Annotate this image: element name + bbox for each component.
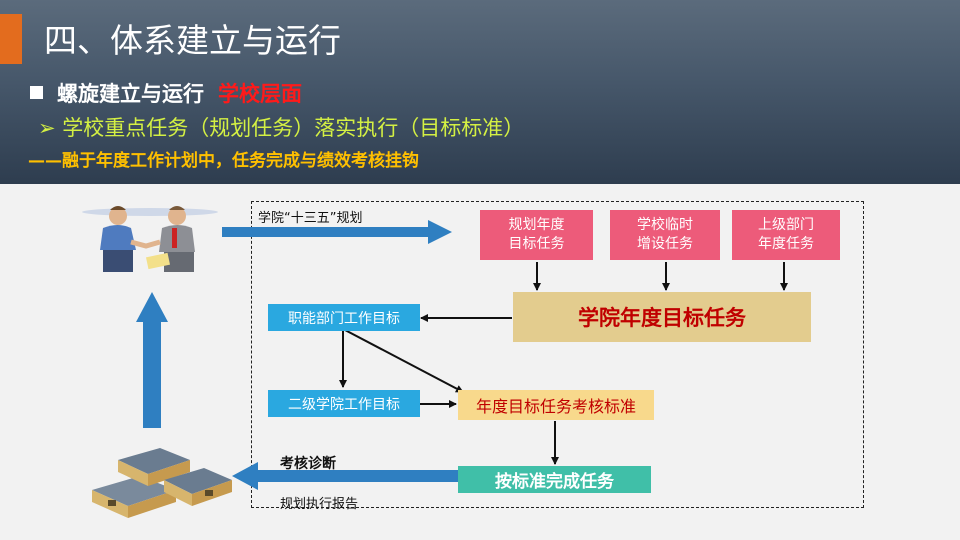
- box-plan-annual-target: 规划年度 目标任务: [480, 210, 593, 260]
- bullet-line-1-highlight: 学校层面: [218, 82, 302, 106]
- box-complete-by-standard: 按标准完成任务: [458, 466, 651, 493]
- box-assessment-standard: 年度目标任务考核标准: [458, 390, 654, 420]
- box-school-temp-task: 学校临时 增设任务: [610, 210, 720, 260]
- arrow-up: [136, 292, 168, 428]
- header-banner: [0, 0, 960, 184]
- box-annual-main-target: 学院年度目标任务: [513, 292, 811, 342]
- handshake-icon: [82, 206, 218, 272]
- label-assessment-diagnosis: 考核诊断: [280, 456, 336, 472]
- arrow-plan-right: [222, 220, 452, 244]
- label-five-year-plan: 学院“十三五”规划: [258, 211, 363, 226]
- page-title: 四、体系建立与运行: [44, 21, 341, 60]
- system-boundary-frame: [251, 201, 864, 508]
- box-func-dept-target: 职能部门工作目标: [268, 304, 420, 331]
- label-plan-execution-report: 规划执行报告: [280, 497, 359, 512]
- bullet-line-1-text: 螺旋建立与运行: [57, 82, 204, 106]
- box-upper-dept-task: 上级部门 年度任务: [732, 210, 840, 260]
- bullet-line-1: 螺旋建立与运行学校层面: [30, 78, 302, 108]
- campus-buildings-icon: [92, 448, 232, 518]
- bullet-line-3: ——融于年度工作计划中，任务完成与绩效考核挂钩: [28, 151, 419, 171]
- bullet-line-2: ➢ 学校重点任务（规划任务）落实执行（目标标准）: [38, 116, 525, 140]
- arrow-feedback-left: [232, 462, 458, 490]
- square-bullet-icon: [30, 86, 43, 99]
- box-secondary-college-target: 二级学院工作目标: [268, 390, 420, 417]
- title-accent-bar: [0, 14, 22, 64]
